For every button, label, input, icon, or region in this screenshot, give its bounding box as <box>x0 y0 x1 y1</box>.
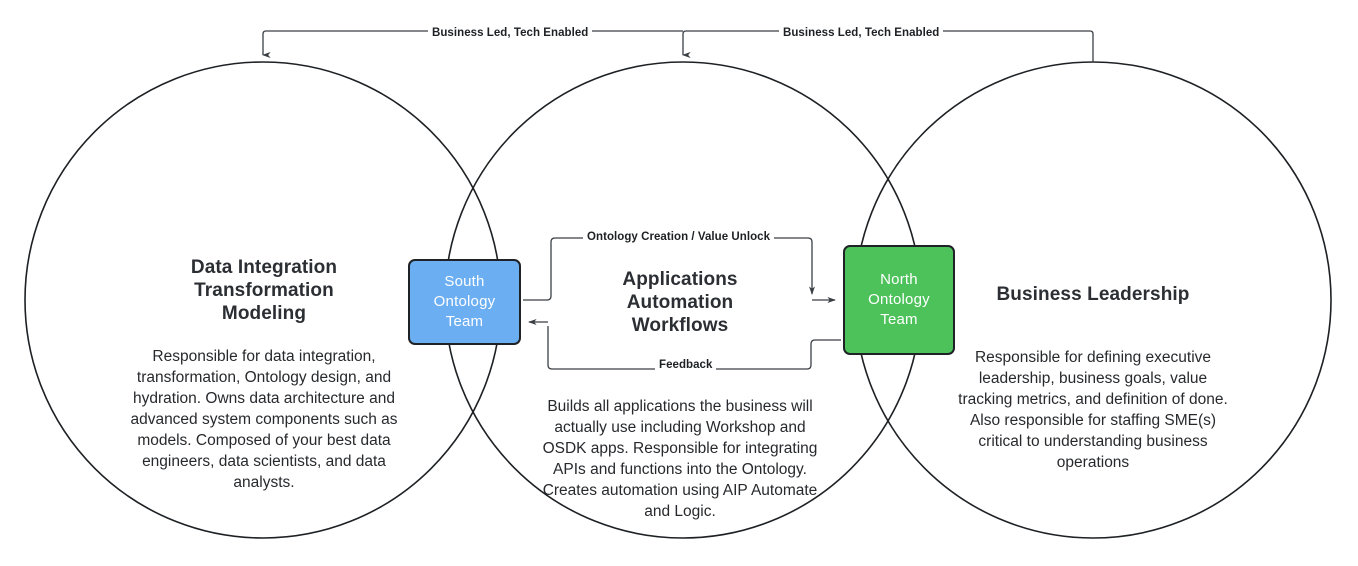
center-lobe-title-line-2: Automation <box>626 292 734 313</box>
connector-ontology-creation <box>523 237 815 301</box>
south-ontology-team-box[interactable]: South Ontology Team <box>408 259 521 345</box>
edge-label-business-led-right: Business Led, Tech Enabled <box>779 27 944 39</box>
edge-label-feedback: Feedback <box>655 359 717 371</box>
north-box-line-1: North <box>880 271 918 288</box>
south-ontology-team-label: South Ontology Team <box>434 272 496 332</box>
connector-business-led-left <box>261 30 683 58</box>
right-lobe-title-line-1: Business Leadership <box>996 284 1190 305</box>
south-box-line-3: Team <box>445 313 484 330</box>
north-ontology-team-box[interactable]: North Ontology Team <box>843 245 955 355</box>
center-lobe-title-line-1: Applications <box>622 269 738 290</box>
left-lobe-title-line-3: Modeling <box>221 303 307 324</box>
center-lobe-title-line-3: Workflows <box>631 315 729 336</box>
right-lobe-description: Responsible for defining executive leade… <box>958 349 1228 471</box>
edge-label-ontology-creation: Ontology Creation / Value Unlock <box>583 231 775 243</box>
left-lobe-title-line-1: Data Integration <box>190 257 338 278</box>
left-lobe-title: Data Integration Transformation Modeling <box>124 256 404 325</box>
south-box-line-1: South <box>444 273 485 290</box>
south-box-line-2: Ontology <box>433 293 496 310</box>
connector-feedback <box>547 326 841 370</box>
north-ontology-team-label: North Ontology Team <box>868 270 930 330</box>
edge-label-business-led-left: Business Led, Tech Enabled <box>428 27 593 39</box>
center-lobe-description: Builds all applications the business wil… <box>542 398 818 520</box>
center-lobe-title: Applications Automation Workflows <box>586 268 774 337</box>
north-box-line-3: Team <box>880 311 918 328</box>
north-box-line-2: Ontology <box>868 291 930 308</box>
right-lobe-title: Business Leadership <box>950 283 1236 306</box>
left-lobe-description: Responsible for data integration, transf… <box>130 348 398 491</box>
left-lobe-title-line-2: Transformation <box>194 280 334 301</box>
